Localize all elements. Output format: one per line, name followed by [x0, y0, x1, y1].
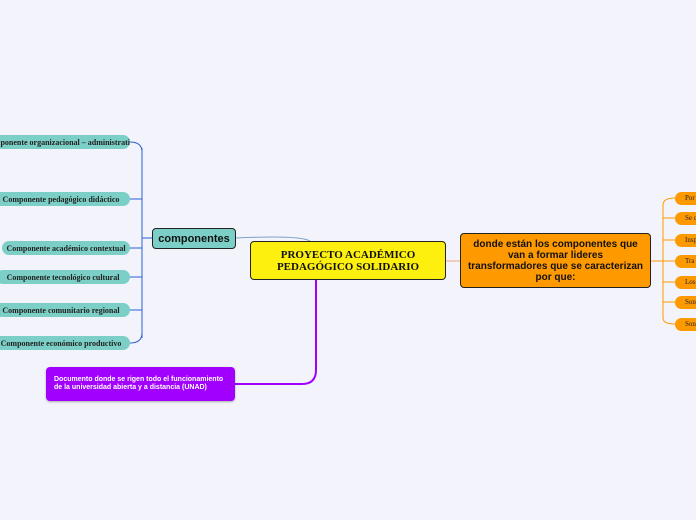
orange-leaf-4[interactable]: Los	[675, 276, 696, 289]
connector-orange-0	[662, 197, 676, 206]
central-topic-label: PROYECTO ACADÉMICO PEDAGÓGICO SOLIDARIO	[276, 248, 420, 273]
connector-central-purple	[235, 280, 317, 385]
leaf-label: Componente comunitario regional	[2, 305, 120, 315]
caracteristicas-label: donde están los componentes que van a fo…	[467, 238, 644, 283]
central-topic[interactable]: PROYECTO ACADÉMICO PEDAGÓGICO SOLIDARIO	[250, 241, 446, 280]
orange-leaf-5[interactable]: Son	[675, 296, 696, 309]
orange-leaf-label: Son	[685, 298, 696, 306]
orange-leaf-0[interactable]: Por	[675, 192, 696, 205]
documento-node[interactable]: Documento donde se rigen todo el funcion…	[46, 367, 235, 401]
orange-leaf-label: Insp	[685, 236, 696, 244]
orange-leaf-1[interactable]: Se c	[675, 212, 696, 225]
caracteristicas-node[interactable]: donde están los componentes que van a fo…	[460, 233, 651, 288]
leaf-label: Componente pedagógico didáctico	[2, 194, 120, 204]
connector-leaf-5	[129, 332, 143, 344]
leaf-componente-pedagogico[interactable]: Componente pedagógico didáctico	[0, 192, 130, 206]
leaf-label: Componente tecnológico cultural	[6, 272, 120, 282]
connector-leaf-0	[129, 141, 143, 153]
orange-leaf-label: Se c	[685, 214, 696, 222]
documento-label: Documento donde se rigen todo el funcion…	[54, 375, 224, 392]
connector-orange-6	[662, 317, 676, 325]
leaf-componente-organizacional[interactable]: Componente organizacional – administrati…	[0, 135, 130, 149]
orange-leaf-label: Tra	[685, 257, 695, 265]
leaf-label: Componente organizacional – administrati…	[0, 137, 130, 147]
orange-leaf-label: Son	[685, 320, 696, 328]
orange-leaf-label: Por	[685, 194, 695, 202]
componentes-node[interactable]: componentes	[152, 228, 236, 249]
connector-central-componentes	[235, 236, 311, 242]
leaf-label: Componente económico productivo	[0, 338, 122, 348]
orange-leaf-6[interactable]: Son	[675, 318, 696, 331]
leaf-componente-economico[interactable]: Componente económico productivo	[0, 336, 130, 350]
orange-leaf-label: Los	[685, 278, 696, 286]
orange-leaf-3[interactable]: Tra	[675, 255, 696, 268]
leaf-label: Componente académico contextual	[6, 243, 126, 253]
orange-leaf-2[interactable]: Insp	[675, 234, 696, 247]
componentes-label: componentes	[158, 232, 230, 245]
leaf-componente-academico[interactable]: Componente académico contextual	[2, 241, 130, 255]
leaf-componente-tecnologico[interactable]: Componente tecnológico cultural	[0, 270, 130, 284]
leaf-componente-comunitario[interactable]: Componente comunitario regional	[0, 303, 130, 317]
